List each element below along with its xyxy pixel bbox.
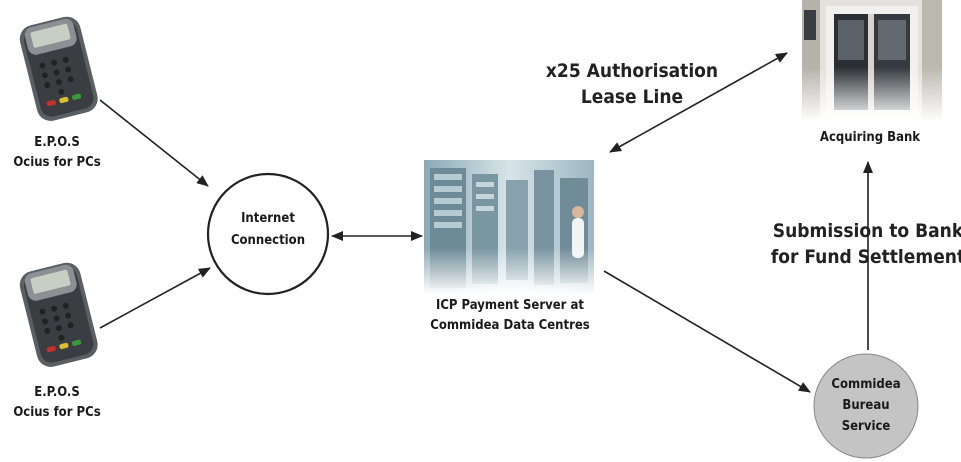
arrow-epos-bottom-to-internet	[99, 267, 211, 329]
epos-top-subtitle: Ocius for PCs	[13, 155, 101, 170]
bureau-node-circle	[813, 353, 919, 459]
internet-node-circle	[206, 172, 330, 296]
arrow-server-bank-x25	[609, 52, 788, 153]
arrow-server-to-bureau	[603, 270, 811, 393]
bureau-node-line2: Bureau	[842, 398, 890, 413]
bank-node-label: Acquiring Bank	[819, 130, 921, 145]
epos-top-name: E.P.O.S	[34, 135, 80, 150]
epos-bottom-subtitle: Ocius for PCs	[13, 405, 101, 420]
server-room-photo	[424, 160, 594, 295]
card-terminal-icon	[19, 16, 98, 121]
submission-edge-label-line1: Submission to Bank	[772, 220, 961, 242]
bank-entrance-photo	[802, 0, 942, 122]
x25-edge-label-line2: Lease Line	[580, 86, 684, 108]
epos-bottom-name: E.P.O.S	[34, 385, 80, 400]
card-terminal-icon	[19, 262, 98, 367]
server-node-line2: Commidea Data Centres	[430, 318, 590, 333]
bureau-node-line3: Service	[841, 419, 891, 434]
x25-edge-label-line1: x25 Authorisation	[545, 60, 719, 82]
server-node-line1: ICP Payment Server at	[435, 298, 585, 313]
arrow-epos-top-to-internet	[99, 99, 209, 187]
bureau-node-line1: Commidea	[831, 377, 901, 392]
internet-node-line1: Internet	[241, 211, 295, 226]
internet-node-line2: Connection	[230, 233, 306, 248]
submission-edge-label-line2: for Fund Settlement	[770, 246, 961, 268]
